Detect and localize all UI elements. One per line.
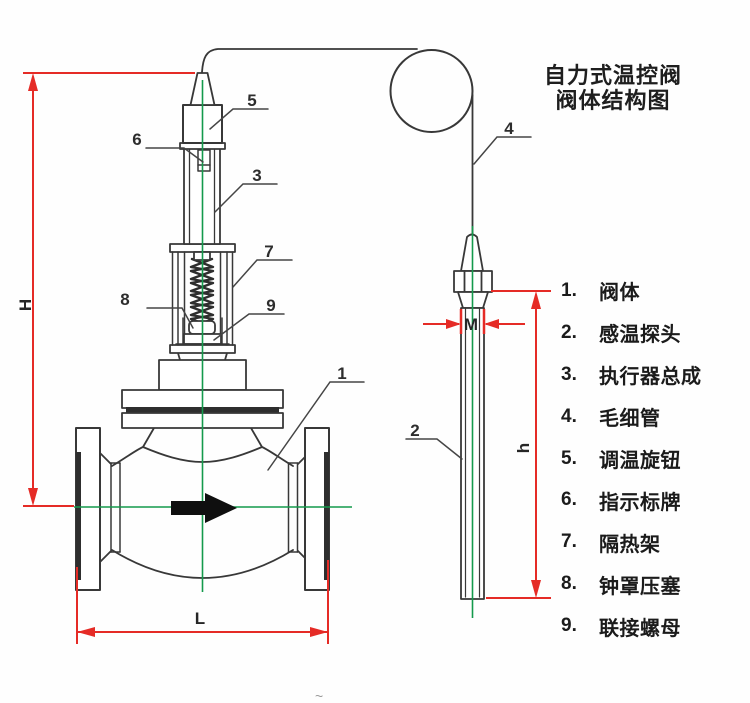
leader-4: [473, 136, 532, 165]
legend-item-number: 2.: [561, 321, 577, 343]
callout-numbers: 5 6 3 7 8 9 1 2 4: [120, 91, 514, 440]
callout-6: 6: [132, 130, 141, 149]
bonnet-neck-left: [177, 352, 181, 361]
leader-9: [213, 313, 285, 341]
callout-4: 4: [504, 119, 514, 138]
legend-item-5: 5. 调温旋钮: [561, 438, 746, 480]
diagram-title: 自力式温控阀 阀体结构图: [534, 63, 692, 113]
dim-H-arrow-bottom: [28, 488, 38, 506]
bonnet-neck-right: [224, 352, 228, 361]
body-neck-slant-right: [250, 427, 263, 448]
legend-item-label: 钟罩压塞: [599, 575, 681, 598]
legend-item-number: 7.: [561, 531, 577, 553]
dim-M-arrow-right: [484, 319, 499, 329]
dim-label-L: L: [195, 609, 205, 628]
left-flange-shadow: [76, 452, 81, 580]
dim-M-arrow-left: [446, 319, 461, 329]
dimension-labels: H L M h: [16, 299, 533, 628]
callout-5: 5: [247, 91, 256, 110]
legend-item-number: 1.: [561, 279, 577, 301]
flow-direction-arrow: [171, 493, 237, 523]
callout-leaders: [145, 108, 532, 471]
callout-1: 1: [337, 364, 346, 383]
callout-3: 3: [252, 166, 261, 185]
legend-item-number: 5.: [561, 447, 577, 469]
dim-h-arrow-bottom: [531, 580, 541, 598]
legend-item-label: 阀体: [599, 282, 640, 305]
right-flange-shadow: [324, 452, 329, 580]
dimension-lines: [23, 72, 551, 644]
legend-item-1: 1. 阀体: [561, 270, 746, 312]
legend-item-label: 毛细管: [599, 408, 661, 431]
ring-connector-bottom-left: [99, 550, 112, 563]
legend-item-label: 联接螺母: [599, 617, 681, 640]
leader-5: [209, 108, 269, 130]
dim-L-arrow-right: [310, 627, 328, 637]
leader-7: [232, 259, 293, 288]
legend-item-number: 9.: [561, 615, 577, 637]
leader-1: [267, 381, 365, 471]
legend-item-number: 3.: [561, 363, 577, 385]
leader-8: [146, 307, 194, 329]
parts-legend: 1. 阀体 2. 感温探头 3. 执行器总成 4. 毛细管 5. 调温旋钮 6.…: [561, 270, 746, 647]
diagram-title-line1: 自力式温控阀: [543, 63, 682, 88]
leader-2: [405, 438, 463, 460]
callout-8: 8: [120, 290, 129, 309]
dim-L-arrow-left: [77, 627, 95, 637]
leader-6: [145, 147, 204, 163]
ring-connector-top-left: [99, 452, 112, 465]
stray-mark: ~: [315, 688, 324, 703]
legend-item-label: 指示标牌: [599, 491, 681, 514]
dim-h-arrow-top: [531, 291, 541, 309]
leader-3: [214, 183, 278, 213]
callout-7: 7: [264, 242, 273, 261]
frame-side-walls: [171, 251, 234, 346]
legend-item-8: 8. 钟罩压塞: [561, 563, 746, 605]
callout-2: 2: [410, 421, 419, 440]
centerlines: [74, 80, 474, 618]
dim-label-H: H: [16, 299, 35, 311]
legend-item-7: 7. 隔热架: [561, 521, 746, 563]
legend-item-6: 6. 指示标牌: [561, 479, 746, 521]
legend-item-number: 8.: [561, 573, 577, 595]
diagram-title-line2: 阀体结构图: [555, 88, 671, 113]
dim-H-arrow-top: [28, 73, 38, 91]
legend-item-9: 9. 联接螺母: [561, 605, 746, 647]
legend-item-label: 调温旋钮: [599, 450, 681, 472]
legend-item-label: 隔热架: [599, 533, 661, 556]
capillary-tube-line: [201, 48, 418, 73]
legend-item-label: 感温探头: [599, 324, 681, 347]
legend-item-label: 执行器总成: [599, 366, 702, 389]
legend-item-number: 6.: [561, 489, 577, 511]
capillary-coil: [389, 49, 474, 133]
legend-item-3: 3. 执行器总成: [561, 354, 746, 396]
legend-item-2: 2. 感温探头: [561, 312, 746, 354]
legend-item-number: 4.: [561, 405, 577, 427]
body-neck-slant-left: [142, 427, 155, 448]
dim-label-M: M: [464, 315, 478, 334]
legend-item-4: 4. 毛细管: [561, 396, 746, 438]
callout-9: 9: [266, 296, 275, 315]
dim-label-h: h: [514, 443, 533, 453]
